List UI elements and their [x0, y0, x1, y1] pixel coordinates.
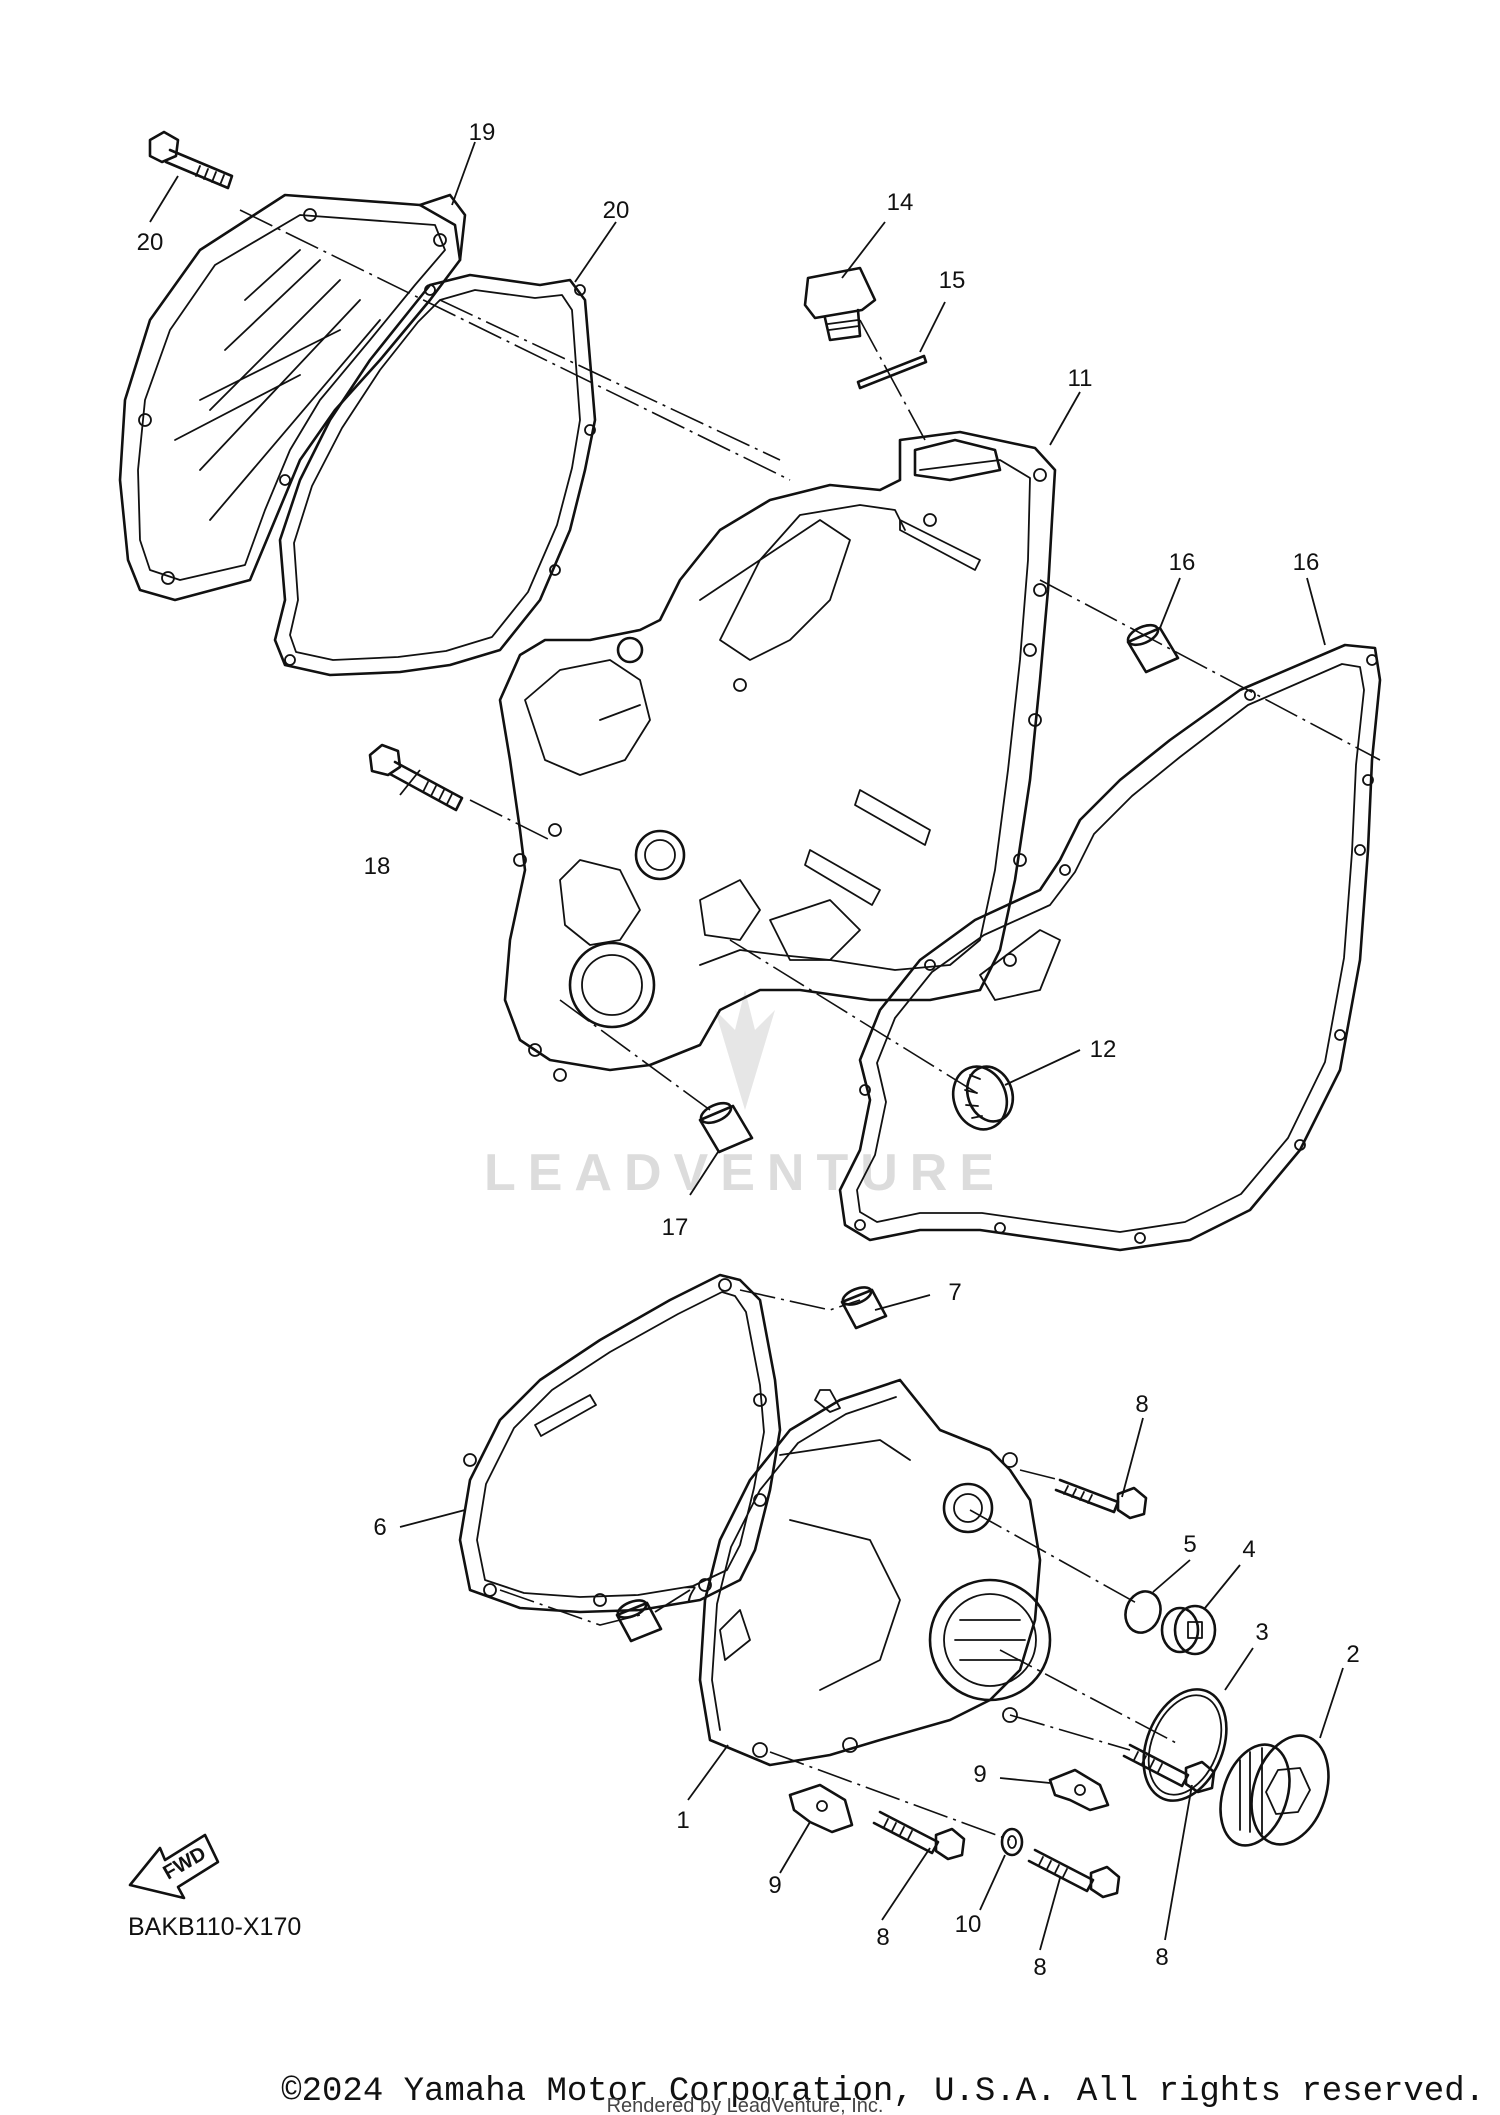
- callout-1: 1: [676, 1807, 689, 1834]
- part-18-ignition-cover[interactable]: [118, 193, 467, 602]
- callout-7-upper: 7: [948, 1279, 961, 1306]
- leader-lines: [149, 141, 1344, 1951]
- callout-3: 3: [1255, 1619, 1268, 1646]
- part-9-clamp-a[interactable]: [1048, 1768, 1110, 1812]
- part-17-bolt[interactable]: [368, 743, 464, 812]
- callouts: 19 20 20 14 15 11 16 16 18 12 17 7 6 7 8…: [137, 119, 1360, 1981]
- callout-13: 14: [887, 189, 914, 216]
- callout-15: 16: [1293, 549, 1320, 576]
- part-19-gasket[interactable]: [273, 273, 597, 677]
- part-10-washer[interactable]: [1000, 1827, 1024, 1857]
- part-8-bolt-d[interactable]: [1027, 1848, 1121, 1899]
- part-8-bolt-b[interactable]: [1122, 1743, 1216, 1794]
- callout-7-lower: 7: [683, 1582, 696, 1609]
- copyright-text: ©2024 Yamaha Motor Corporation, U.S.A. A…: [281, 2073, 1485, 2111]
- part-14-o-ring[interactable]: [856, 354, 928, 390]
- part-2-plug[interactable]: [1208, 1726, 1341, 1855]
- callout-9-left: 9: [768, 1872, 781, 1899]
- callout-11: 11: [1068, 365, 1093, 392]
- part-16-dowel-pin-upper[interactable]: [1125, 621, 1180, 674]
- callout-4: 4: [1242, 1536, 1255, 1563]
- callout-14: 15: [939, 267, 966, 294]
- callout-16-lower: 17: [662, 1214, 689, 1241]
- callout-8-b: 8: [1155, 1944, 1168, 1971]
- callout-8-c: 8: [876, 1924, 889, 1951]
- callout-10: 10: [955, 1911, 982, 1938]
- callout-19: 20: [603, 197, 630, 224]
- callout-9-right: 9: [973, 1761, 986, 1788]
- part-5-o-ring[interactable]: [1120, 1586, 1166, 1637]
- part-7-dowel-pin-upper[interactable]: [840, 1284, 888, 1330]
- callout-8-a: 8: [1135, 1391, 1148, 1418]
- watermark-text: LEADVENTURE: [484, 1144, 1006, 1202]
- callout-20: 20: [137, 229, 164, 256]
- part-8-bolt-c[interactable]: [872, 1810, 966, 1861]
- part-20-bolt[interactable]: [148, 130, 234, 190]
- callout-5: 5: [1183, 1531, 1196, 1558]
- part-9-clamp-b[interactable]: [788, 1783, 854, 1834]
- forward-direction-arrow: FWD: [128, 1833, 220, 1900]
- part-7-dowel-pin-lower[interactable]: [615, 1597, 663, 1643]
- part-16-dowel-pin-lower[interactable]: [698, 1099, 754, 1154]
- part-11-crankcase-cover[interactable]: [498, 430, 1057, 1082]
- callout-16-upper: 16: [1169, 549, 1196, 576]
- callout-8-d: 8: [1033, 1954, 1046, 1981]
- callout-17: 18: [364, 853, 391, 880]
- callout-2: 2: [1346, 1641, 1359, 1668]
- part-15-gasket[interactable]: [838, 643, 1382, 1252]
- callout-12: 12: [1090, 1036, 1117, 1063]
- part-1-clutch-cover[interactable]: [698, 1378, 1052, 1767]
- callout-18: 19: [469, 119, 496, 146]
- part-8-bolt-a[interactable]: [1054, 1478, 1148, 1520]
- part-13-oil-filler-plug[interactable]: [803, 266, 877, 342]
- part-6-gasket[interactable]: [458, 1273, 782, 1614]
- part-3-o-ring[interactable]: [1128, 1677, 1242, 1813]
- part-12-oil-seal[interactable]: [945, 1059, 1021, 1137]
- rendered-by-text: Rendered by LeadVenture, Inc.: [607, 2095, 884, 2115]
- watermark: LEADVENTURE: [484, 990, 1006, 1202]
- reference-code: BAKB110-X170: [128, 1913, 301, 1941]
- assembly-lines: [239, 209, 1381, 1841]
- part-4-plug[interactable]: [1160, 1604, 1217, 1656]
- callout-6: 6: [373, 1514, 386, 1541]
